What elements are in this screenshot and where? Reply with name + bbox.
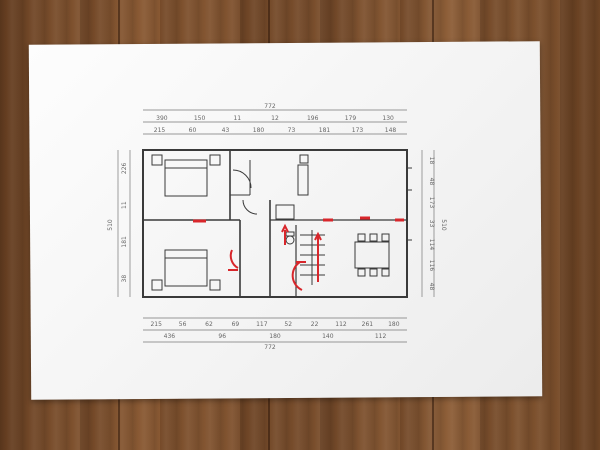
dimension-label: 181 [319, 127, 331, 134]
chair-icon [381, 233, 390, 242]
bed-icon [164, 159, 208, 197]
dimension-label: 62 [205, 321, 213, 328]
dimension-label: 73 [288, 127, 296, 134]
dimension-label: 181 [121, 236, 128, 248]
toilet-icon [285, 235, 295, 245]
dimension-label: 69 [232, 321, 240, 328]
chair-icon [369, 233, 378, 242]
nightstand-icon [151, 154, 163, 166]
dimension-label: 215 [154, 127, 166, 134]
dimension-label: 96 [218, 333, 226, 340]
dimension-label: 179 [345, 115, 357, 122]
dimension-row-bottom-2: 436 96 180 140 112 [164, 333, 387, 340]
dimension-label: 12 [271, 115, 279, 122]
dimension-label: 261 [362, 321, 374, 328]
nightstand-icon [151, 279, 163, 291]
dimension-label: 117 [256, 321, 268, 328]
dimension-label: 150 [194, 115, 206, 122]
sink-icon [275, 204, 295, 220]
dimension-label: 43 [222, 127, 230, 134]
dimension-label: 772 [264, 103, 276, 110]
dimension-label: 11 [121, 201, 128, 209]
dimension-label: 18 [428, 157, 435, 165]
kitchen-counter-icon [297, 164, 309, 196]
dimension-label: 116 [428, 260, 435, 272]
stairs-icon [300, 230, 325, 285]
red-marker-arrow [281, 223, 289, 233]
dimension-column-left: 226 11 181 38 [121, 162, 128, 282]
dimension-label: 56 [179, 321, 187, 328]
chair-icon [381, 268, 390, 277]
dimension-label: 510 [107, 219, 114, 231]
dimension-label: 226 [121, 162, 128, 174]
dimension-label: 180 [253, 127, 265, 134]
dimension-row-bottom-1: 215 56 62 69 117 52 22 112 261 180 [150, 321, 399, 328]
dimension-label: 38 [121, 275, 128, 283]
nightstand-icon [209, 154, 221, 166]
outer-wall [142, 149, 408, 298]
dimension-label: 48 [428, 283, 435, 291]
dimension-label: 52 [284, 321, 292, 328]
dimension-label: 173 [428, 197, 435, 209]
dimension-label: 436 [164, 333, 176, 340]
chair-icon [357, 268, 366, 277]
dimension-label: 11 [233, 115, 241, 122]
door-arc-icon [232, 169, 252, 189]
dining-table-icon [354, 241, 390, 269]
dimension-label: 60 [189, 127, 197, 134]
dimension-label: 112 [335, 321, 347, 328]
dimension-label: 148 [385, 127, 397, 134]
red-marker-door [228, 249, 239, 271]
dimension-label: 33 [428, 220, 435, 228]
dimension-label: 140 [322, 333, 334, 340]
chair-icon [357, 233, 366, 242]
dimension-label: 114 [428, 239, 435, 251]
red-marker-arrow [314, 231, 322, 241]
chair-icon [369, 268, 378, 277]
dimension-label: 772 [264, 344, 276, 351]
dimension-label: 22 [311, 321, 319, 328]
nightstand-icon [209, 279, 221, 291]
dimension-label: 180 [269, 333, 281, 340]
dimension-label: 510 [440, 219, 447, 231]
dimension-label: 173 [352, 127, 364, 134]
dimension-label: 390 [156, 115, 168, 122]
dimension-row-top-2: 215 60 43 180 73 181 173 148 [154, 127, 397, 134]
stove-icon [299, 154, 309, 164]
toilet-icon [285, 231, 295, 237]
dimension-row-top-1: 390 150 11 12 196 179 130 [156, 115, 394, 122]
dimension-label: 215 [150, 321, 162, 328]
dimension-label: 196 [307, 115, 319, 122]
dimension-label: 48 [428, 178, 435, 186]
dimension-column-right: 18 48 173 33 114 116 48 [428, 157, 435, 291]
dimension-label: 130 [382, 115, 394, 122]
red-marker-door [291, 261, 303, 291]
bed-icon [164, 249, 208, 287]
dimension-label: 180 [388, 321, 400, 328]
door-arc-icon [242, 199, 258, 215]
dimension-label: 112 [375, 333, 387, 340]
